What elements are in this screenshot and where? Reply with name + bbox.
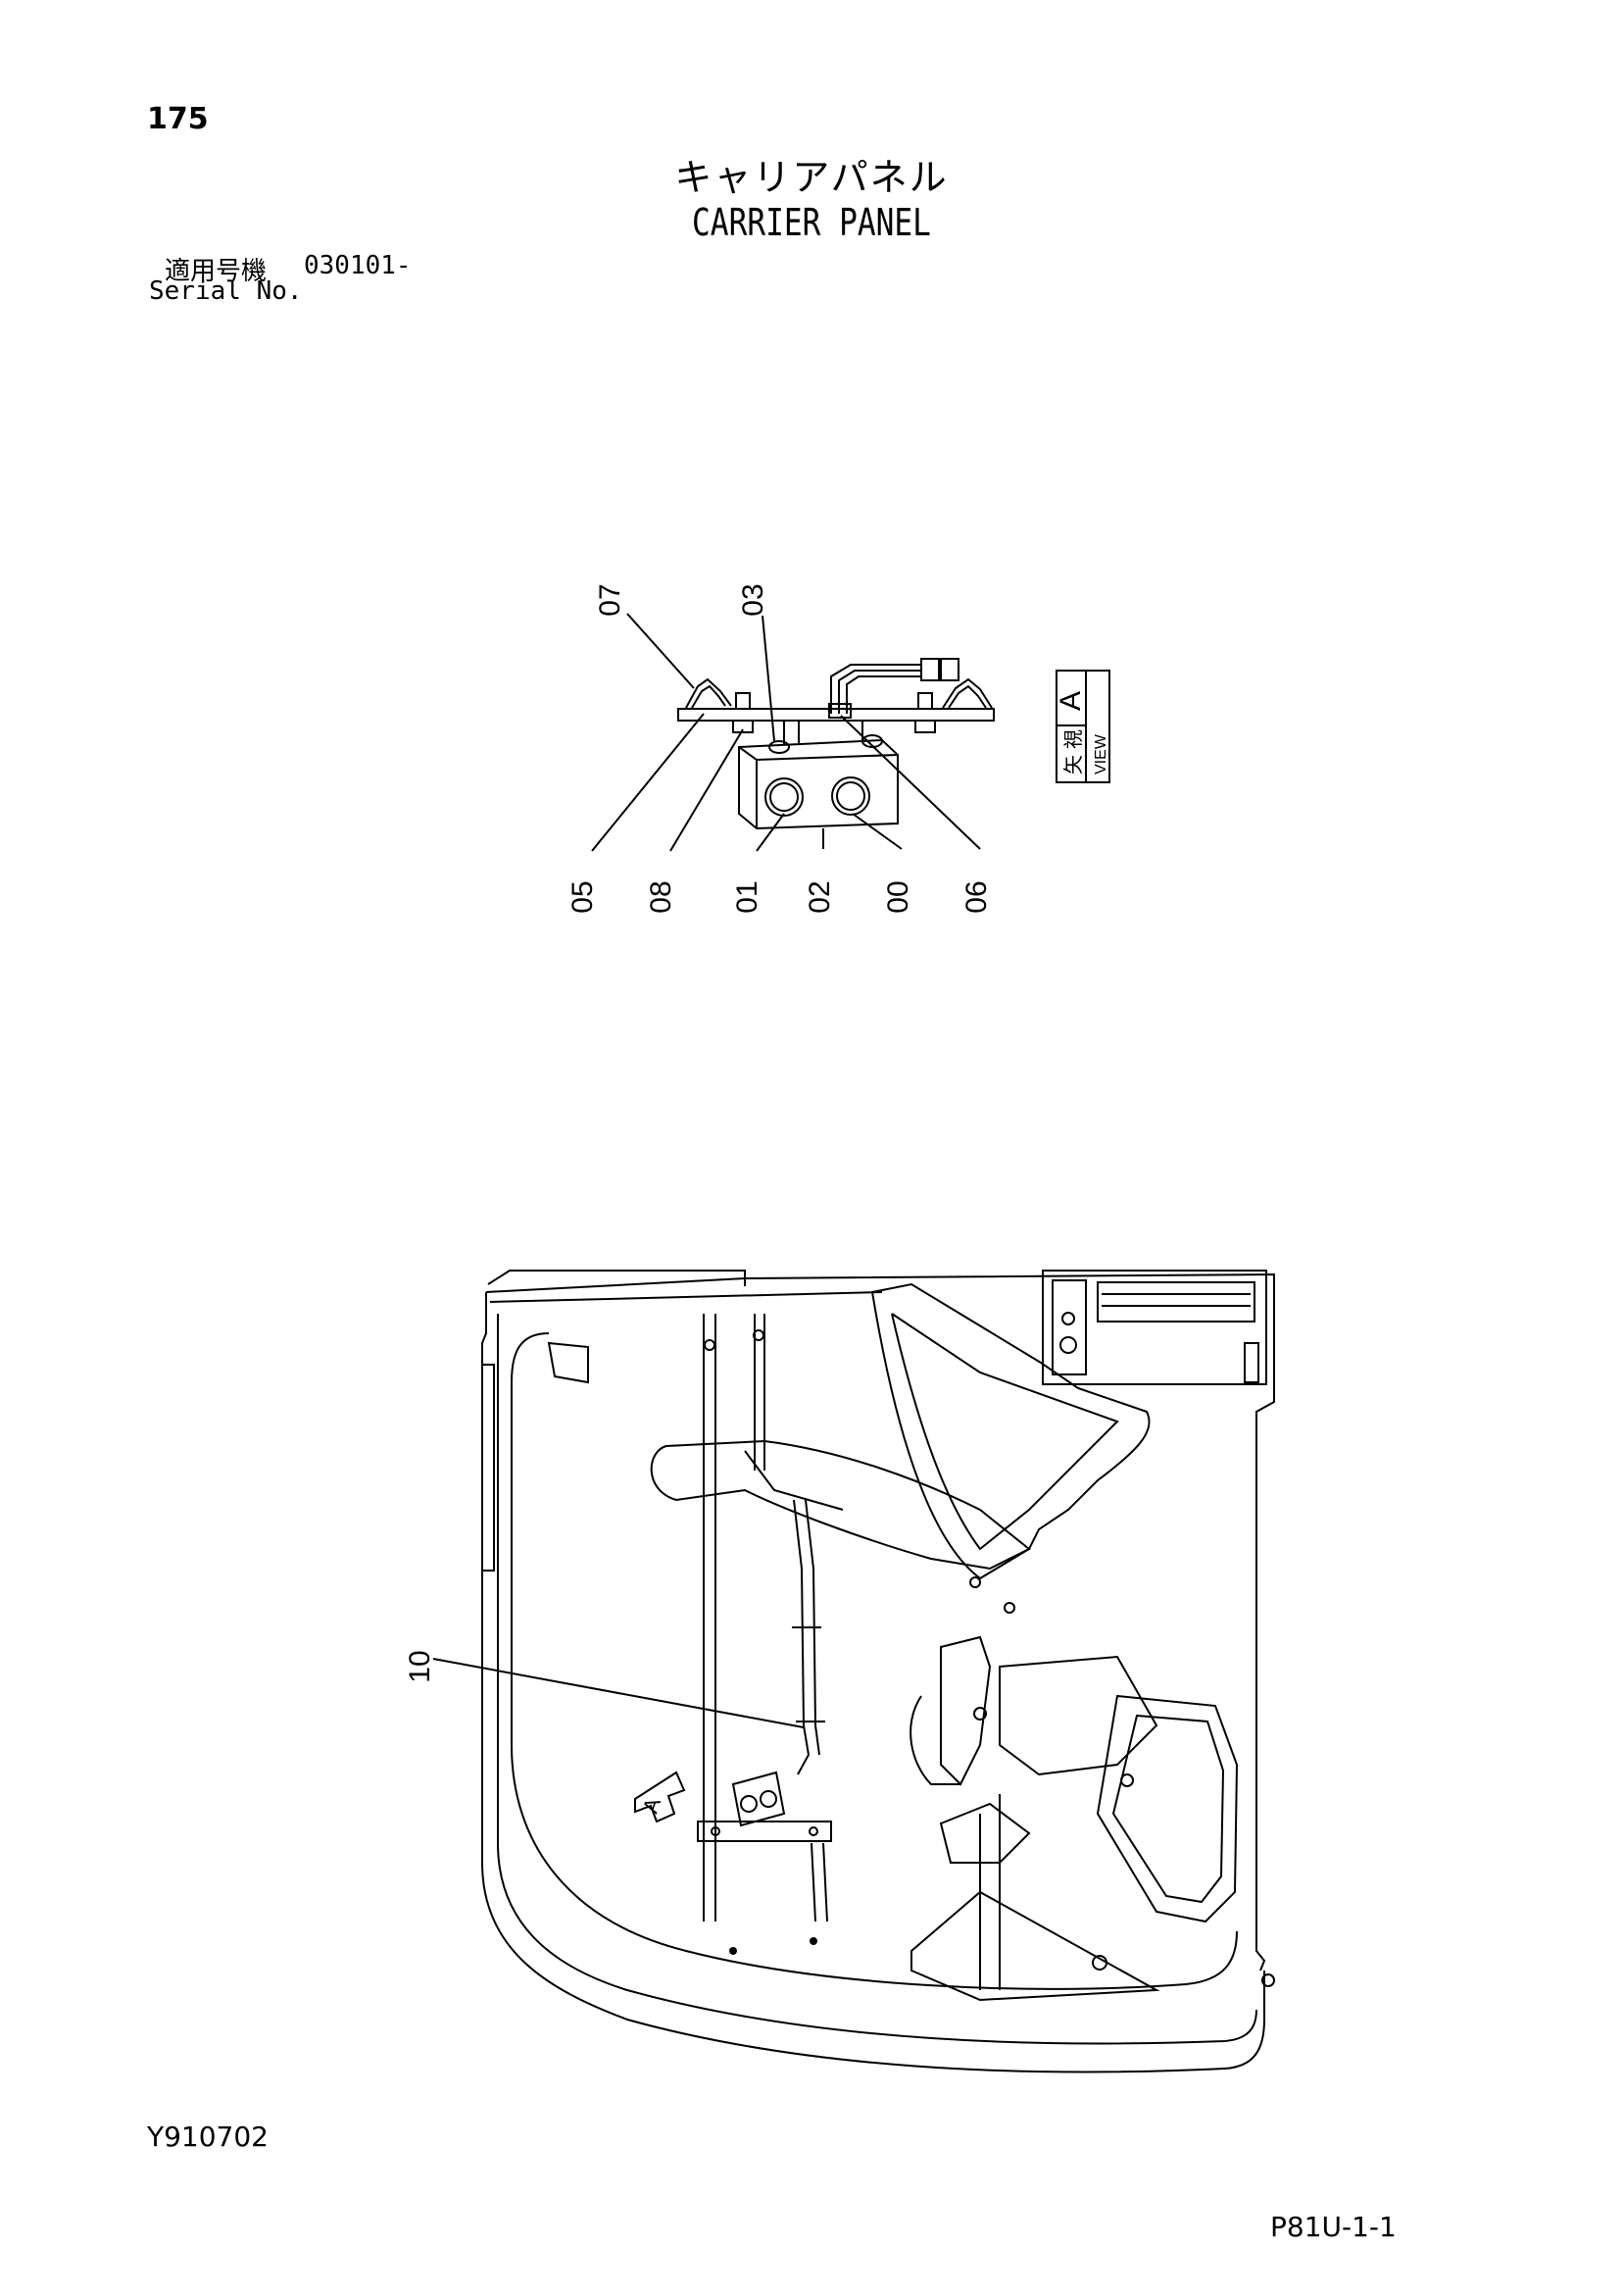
view-a-marker-label: A xyxy=(638,1795,665,1817)
callout-10: 10 xyxy=(404,1650,436,1682)
leader-03 xyxy=(762,615,775,742)
view-label: VIEW xyxy=(1093,733,1109,774)
leader-06 xyxy=(840,715,981,850)
serial-label-japanese: 適用号機 xyxy=(165,257,268,286)
leader-01 xyxy=(756,813,785,852)
switch-01 xyxy=(764,777,804,817)
bolt-left xyxy=(735,692,751,710)
upper-right-unit xyxy=(1042,1270,1267,1385)
mounting-plate xyxy=(677,708,995,722)
connector-1 xyxy=(920,658,940,681)
carrier-panel xyxy=(731,1771,786,1827)
view-a-box: 矢 視 VIEW A xyxy=(1055,670,1110,783)
floor-mat-corner xyxy=(910,1890,1160,2002)
leader-07 xyxy=(626,613,695,689)
left-bracket xyxy=(685,677,732,709)
right-bracket xyxy=(942,677,993,709)
serial-label-english: Serial No. xyxy=(149,276,303,306)
callout-08: 08 xyxy=(645,880,677,913)
switch-00 xyxy=(831,776,870,816)
wire-harness xyxy=(830,664,921,714)
view-a-arrow-icon xyxy=(634,1771,686,1823)
page-code: P81U-1-1 xyxy=(1270,2211,1397,2243)
callout-07: 07 xyxy=(594,583,626,616)
bolt-right xyxy=(917,692,933,710)
seat xyxy=(650,1439,1031,1571)
view-letter: A xyxy=(1055,691,1087,711)
view-kanji-2: 視 xyxy=(1061,729,1085,749)
page-number: 175 xyxy=(147,102,209,136)
callout-02: 02 xyxy=(804,880,836,913)
lower-right-housing xyxy=(999,1655,1158,1776)
document-code: Y910702 xyxy=(147,2121,269,2153)
view-kanji-1: 矢 xyxy=(1061,755,1085,774)
leader-00 xyxy=(852,813,903,850)
cab-inner-rim xyxy=(497,1314,1257,2045)
callout-00: 00 xyxy=(882,880,914,913)
floor-bracket xyxy=(697,1821,832,1842)
connector-2 xyxy=(940,658,959,681)
side-console xyxy=(870,1282,1151,1580)
switch-cap-01 xyxy=(768,740,790,754)
leader-10 xyxy=(432,1658,805,1728)
harness-route xyxy=(793,1499,811,1775)
callout-01: 01 xyxy=(731,880,763,913)
callout-06: 06 xyxy=(960,880,993,913)
page-title-english: CARRIER PANEL xyxy=(692,201,931,244)
cab-outer-outline xyxy=(481,1292,1265,2073)
page-title-japanese: キャリアパネル xyxy=(674,156,949,199)
cab-outer-top-right xyxy=(485,1273,1275,1972)
callout-03: 03 xyxy=(737,583,769,616)
serial-value: 030101- xyxy=(304,251,412,280)
leader-08 xyxy=(669,728,744,852)
callout-05: 05 xyxy=(566,880,599,913)
leader-05 xyxy=(591,713,705,852)
